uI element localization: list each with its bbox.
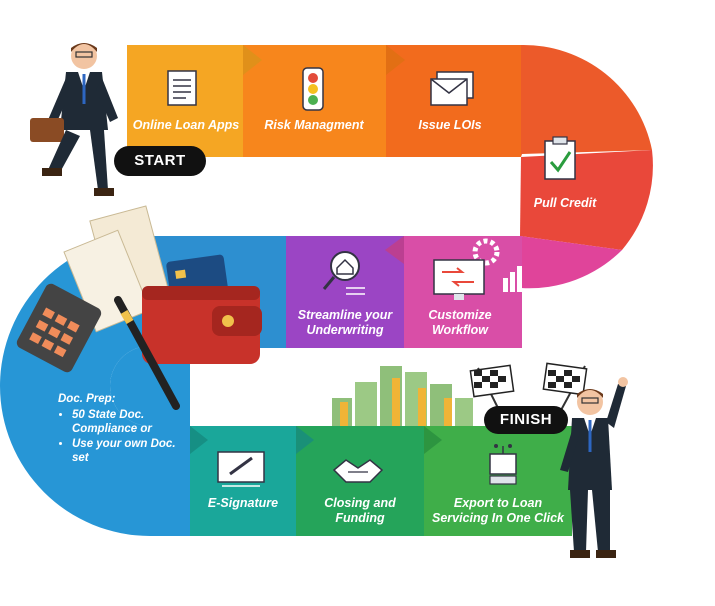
calculator-icon (16, 283, 102, 373)
chevron-2 (386, 45, 405, 75)
traffic-light-icon (302, 67, 324, 111)
start-badge: START (114, 146, 206, 176)
chevron-4 (296, 426, 314, 454)
chevron-1 (243, 45, 262, 75)
step-label-pull-credit: Pull Credit (533, 196, 597, 210)
server-export-icon (489, 444, 517, 485)
money-stacks-illustration (332, 366, 473, 426)
step-label-streamline: Streamline your Underwriting (297, 308, 393, 337)
chevron-3 (190, 426, 208, 454)
handshake-icon (332, 459, 384, 483)
step-label-issue-lois: Issue LOIs (418, 118, 482, 132)
fountain-pen-icon (114, 296, 180, 410)
step-label-online-loan-apps: Online Loan Apps (132, 118, 240, 132)
clipboard-check-icon (544, 136, 576, 180)
step-label-export: Export to Loan Servicing In One Click (432, 496, 564, 525)
curve-right-upper (521, 44, 652, 157)
step-label-closing-and-funding: Closing and Funding (324, 496, 396, 525)
finish-badge: FINISH (484, 406, 568, 434)
doc-prep-item: Use your own Doc. set (72, 437, 178, 465)
businessman-finish-illustration (560, 377, 628, 558)
step-label-risk-management: Risk Managment (264, 118, 364, 132)
step-label-customize-workflow: Customize Workflow (428, 308, 492, 337)
step-label-esignature: E-Signature (207, 496, 279, 510)
chevron-6 (385, 236, 404, 264)
businessman-start-illustration (30, 43, 118, 196)
wallet-icon (142, 286, 262, 364)
doc-prep-list: 50 State Doc. Compliance or Use your own… (58, 408, 178, 465)
checkered-flags-icon (469, 362, 588, 413)
curve-left-inner (110, 346, 190, 426)
pen-screen-icon (217, 451, 265, 487)
envelopes-icon (430, 71, 474, 106)
chevron-5 (424, 426, 442, 454)
doc-prep-note: Doc. Prep: 50 State Doc. Compliance or U… (58, 392, 178, 466)
monitor-workflow-icon (433, 238, 522, 300)
curve-right-lower (520, 236, 622, 289)
doc-prep-item: 50 State Doc. Compliance or (72, 408, 178, 436)
documents-illustration (63, 205, 169, 333)
house-search-icon (322, 251, 365, 295)
doc-prep-title: Doc. Prep: (58, 393, 116, 405)
document-icon (167, 70, 197, 106)
